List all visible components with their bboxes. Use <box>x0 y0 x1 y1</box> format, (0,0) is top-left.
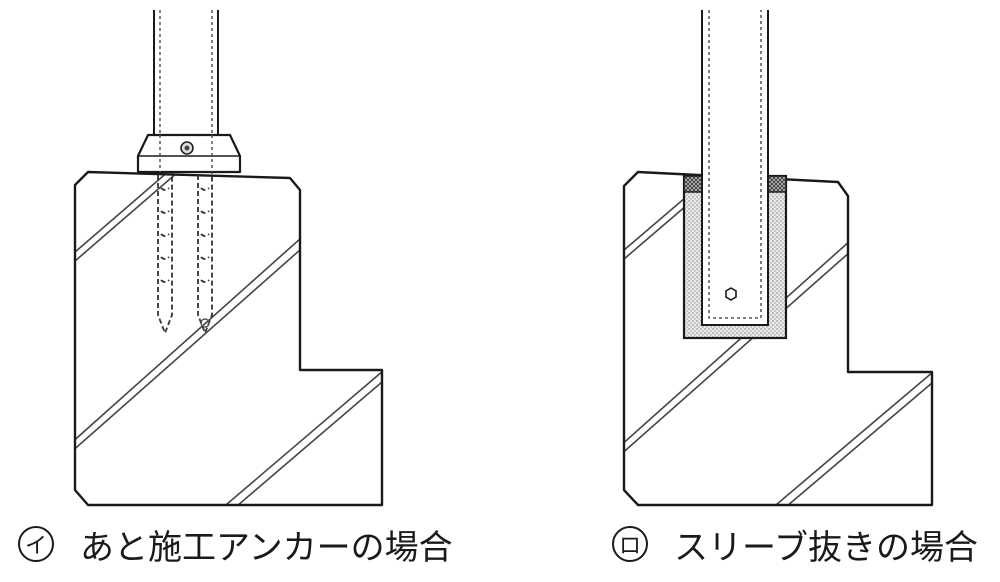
concrete-foundation-right <box>622 170 934 507</box>
caption-sleeve: ロ スリーブ抜きの場合 <box>612 522 978 568</box>
steel-post-right <box>701 10 769 326</box>
bolt-head <box>200 318 210 328</box>
figure-anchor <box>73 10 384 507</box>
grout-cap-left <box>683 175 703 193</box>
grout-cap-right <box>767 175 787 193</box>
concrete-hatching-left <box>75 172 382 505</box>
caption-anchor-text: あと施工アンカーの場合 <box>80 527 453 568</box>
caption-sleeve-text: スリーブ抜きの場合 <box>674 527 978 568</box>
figure-sleeve <box>622 10 934 507</box>
caption-anchor: イ あと施工アンカーの場合 <box>18 522 453 568</box>
mark-i: イ <box>18 526 54 562</box>
hex-bolt-icon <box>725 287 737 301</box>
mark-ro: ロ <box>612 526 648 562</box>
concrete-foundation-left <box>73 170 384 507</box>
steel-post-left <box>153 10 219 172</box>
